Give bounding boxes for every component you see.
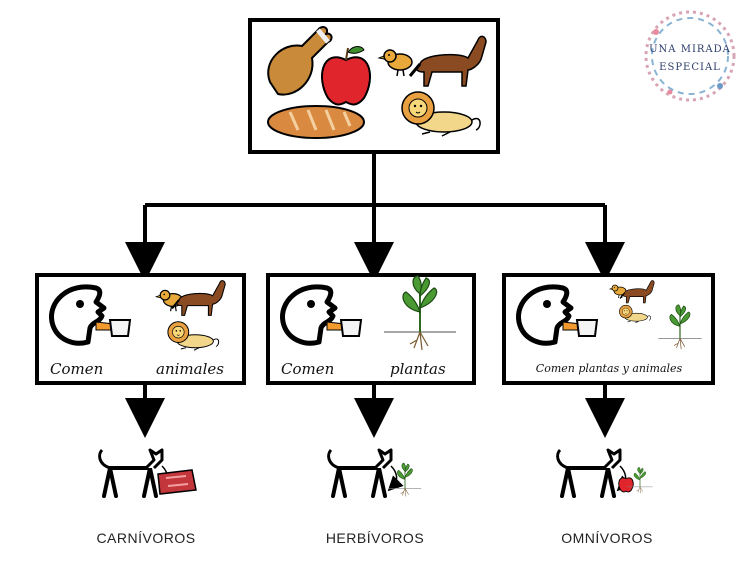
label-herbivores: HERBÍVOROS — [326, 530, 424, 546]
box-2-verb: Comen — [281, 360, 334, 378]
logo-line-1: UNA MIRADA — [649, 44, 731, 55]
label-omnivores: OMNÍVOROS — [561, 530, 653, 546]
chicken-leg-icon — [267, 26, 333, 96]
box-3-text: Comen plantas y animales — [536, 362, 683, 375]
logo-line-2: ESPECIAL — [659, 62, 721, 73]
brand-logo: UNA MIRADA ESPECIAL — [644, 10, 736, 102]
box-1-verb: Comen — [50, 360, 103, 378]
connector-lines — [125, 152, 625, 438]
box-herbivores: Comen plantas — [266, 273, 476, 385]
box-carnivores: Comen animales — [35, 273, 246, 385]
cat-eating-plant-icon — [329, 450, 422, 496]
apple-icon — [618, 477, 634, 493]
apple-icon — [321, 46, 371, 106]
bread-icon — [267, 105, 365, 139]
cat-eating-mixed-icon — [558, 450, 653, 496]
cat-eating-meat-icon — [100, 450, 197, 496]
meat-icon — [157, 469, 197, 495]
box-omnivores: Comen plantas y animales — [502, 273, 715, 385]
box-1-object: animales — [156, 360, 224, 378]
box-2-object: plantas — [390, 360, 446, 378]
top-food-box — [248, 18, 500, 154]
label-carnivores: CARNÍVOROS — [96, 530, 195, 546]
